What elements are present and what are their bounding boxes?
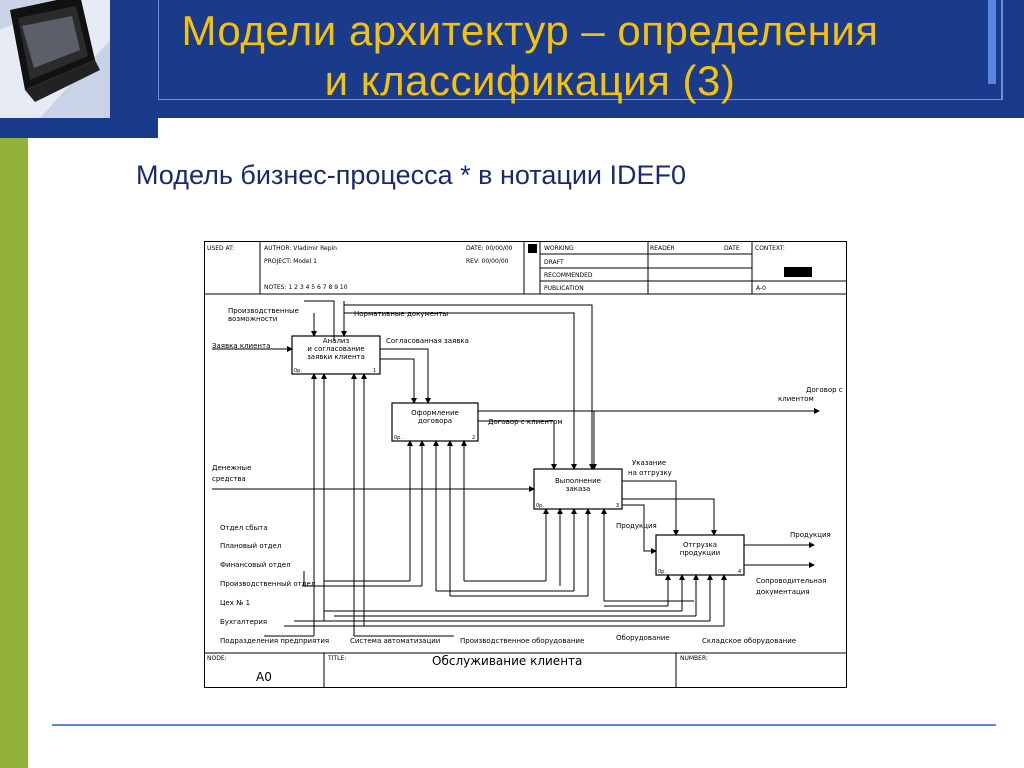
- block-analysis: [291, 335, 381, 375]
- label-prod-capabilities-2: возможности: [228, 315, 277, 323]
- arrow-normative-docs-2: [344, 312, 577, 470]
- label-money-2: средства: [212, 475, 246, 483]
- label-product-out: Продукция: [790, 531, 831, 539]
- footer-divider: [52, 724, 996, 726]
- label-automation: Система автоматизации: [350, 637, 440, 645]
- block-1-line-3: заявки клиента: [307, 353, 365, 361]
- label-planning: Плановый отдел: [220, 542, 281, 550]
- header-accent-line: [1001, 0, 1003, 100]
- label-workshop: Цех № 1: [220, 599, 250, 607]
- left-accent-bar: [0, 138, 28, 768]
- diagram-frame: [204, 241, 847, 688]
- label-finance: Финансовый отдел: [220, 561, 291, 569]
- block-shipping: [655, 534, 745, 576]
- block-execution: [533, 468, 623, 510]
- label-shipping-2: на отгрузку: [628, 469, 672, 477]
- label-normative-docs: Нормативные документы: [354, 310, 448, 318]
- block-1-line-1: Анализ: [323, 337, 350, 345]
- slide-header: [0, 0, 1024, 118]
- block-3-line-1: Выполнение: [555, 477, 601, 485]
- block-1-line-2: и согласование: [307, 345, 364, 353]
- block-4-number: 4: [738, 569, 741, 575]
- block-1-number: 1: [373, 368, 376, 374]
- context-thumbnail: [784, 267, 812, 277]
- block-4-line-2: продукции: [680, 549, 720, 557]
- slide-title-line-2: и классификация (3): [324, 57, 736, 104]
- working-label: WORKING: [544, 245, 574, 252]
- label-equipment: Оборудование: [616, 634, 670, 642]
- label-agreed-request: Согласованная заявка: [386, 337, 469, 345]
- label-contracts-out-1: Договор с: [806, 386, 843, 394]
- header-underhang: [0, 118, 158, 138]
- block-1-ref: 0р.: [294, 368, 302, 374]
- label-money-1: Денежные: [212, 464, 251, 472]
- draft-label: DRAFT: [544, 259, 564, 266]
- label-contract-inner: Договор с клиентом: [488, 418, 563, 426]
- label-warehouse: Складское оборудование: [702, 637, 796, 645]
- rev-label: REV: 00/00/00: [466, 258, 509, 265]
- block-2-number: 2: [472, 435, 475, 441]
- block-2-ref: 0р.: [394, 435, 402, 441]
- context-label: CONTEXT:: [755, 245, 785, 252]
- label-prod-equipment: Производственное оборудование: [460, 637, 584, 645]
- arrow-product-inner: [622, 504, 657, 554]
- label-production: Производственный отдел: [220, 580, 315, 588]
- block-2-line-2: договора: [418, 417, 452, 425]
- slide-title: Модели архитектур – определения и класси…: [110, 6, 950, 106]
- label-docs-2: документация: [756, 588, 810, 596]
- label-divisions: Подразделения предприятия: [220, 637, 329, 645]
- header-accent-bar: [988, 0, 996, 84]
- publication-label: PUBLICATION: [544, 285, 584, 292]
- label-sales: Отдел сбыта: [220, 524, 268, 532]
- date-column-label: DATE: [724, 245, 740, 252]
- working-status-mark: [528, 244, 537, 253]
- label-product-inner: Продукция: [616, 522, 657, 530]
- diagram-title: Обслуживание клиента: [432, 654, 582, 668]
- node-value: A0: [256, 670, 272, 684]
- arrow-agreed-request: [380, 348, 431, 404]
- block-contract: [391, 402, 479, 442]
- node-label: NODE:: [207, 655, 227, 662]
- recommended-label: RECOMMENDED: [544, 272, 593, 279]
- arrow-shipping-instruction: [622, 480, 679, 536]
- slide-title-line-1: Модели архитектур – определения: [181, 7, 879, 54]
- block-3-line-2: заказа: [566, 485, 591, 493]
- node-id-label: A-0: [756, 285, 766, 292]
- number-label: NUMBER:: [680, 655, 708, 662]
- notes-label: NOTES: 1 2 3 4 5 6 7 8 9 10: [264, 284, 348, 291]
- reader-label: READER: [650, 245, 675, 252]
- label-client-request: Заявка клиента: [212, 342, 270, 350]
- block-4-ref: 0р.: [658, 569, 666, 575]
- idef0-diagram: USED AT: AUTHOR: Vladimir Repin PROJECT:…: [204, 241, 847, 688]
- computer-monitor-icon: [0, 0, 110, 118]
- author-label: AUTHOR: Vladimir Repin: [264, 245, 337, 252]
- label-accounting: Бухгалтерия: [220, 618, 267, 626]
- label-prod-capabilities-1: Производственные: [228, 307, 299, 315]
- block-2-line-1: Оформление: [411, 409, 459, 417]
- project-label: PROJECT: Model 1: [264, 258, 317, 265]
- arrow-contract-to-exec: [478, 420, 557, 470]
- label-shipping-1: Указание: [632, 459, 666, 467]
- title-label: TITLE:: [327, 655, 346, 662]
- block-4-line-1: Отгрузка: [683, 541, 717, 549]
- label-contracts-out-2: клиентом: [778, 395, 814, 403]
- block-3-ref: 0р.: [536, 503, 544, 509]
- date-label: DATE: 00/00/00: [466, 245, 513, 252]
- block-3-number: 3: [616, 503, 619, 509]
- slide-subtitle: Модель бизнес-процесса * в нотации IDEF0: [136, 160, 687, 190]
- label-docs-1: Сопроводительная: [756, 577, 826, 585]
- used-at-label: USED AT:: [207, 245, 234, 252]
